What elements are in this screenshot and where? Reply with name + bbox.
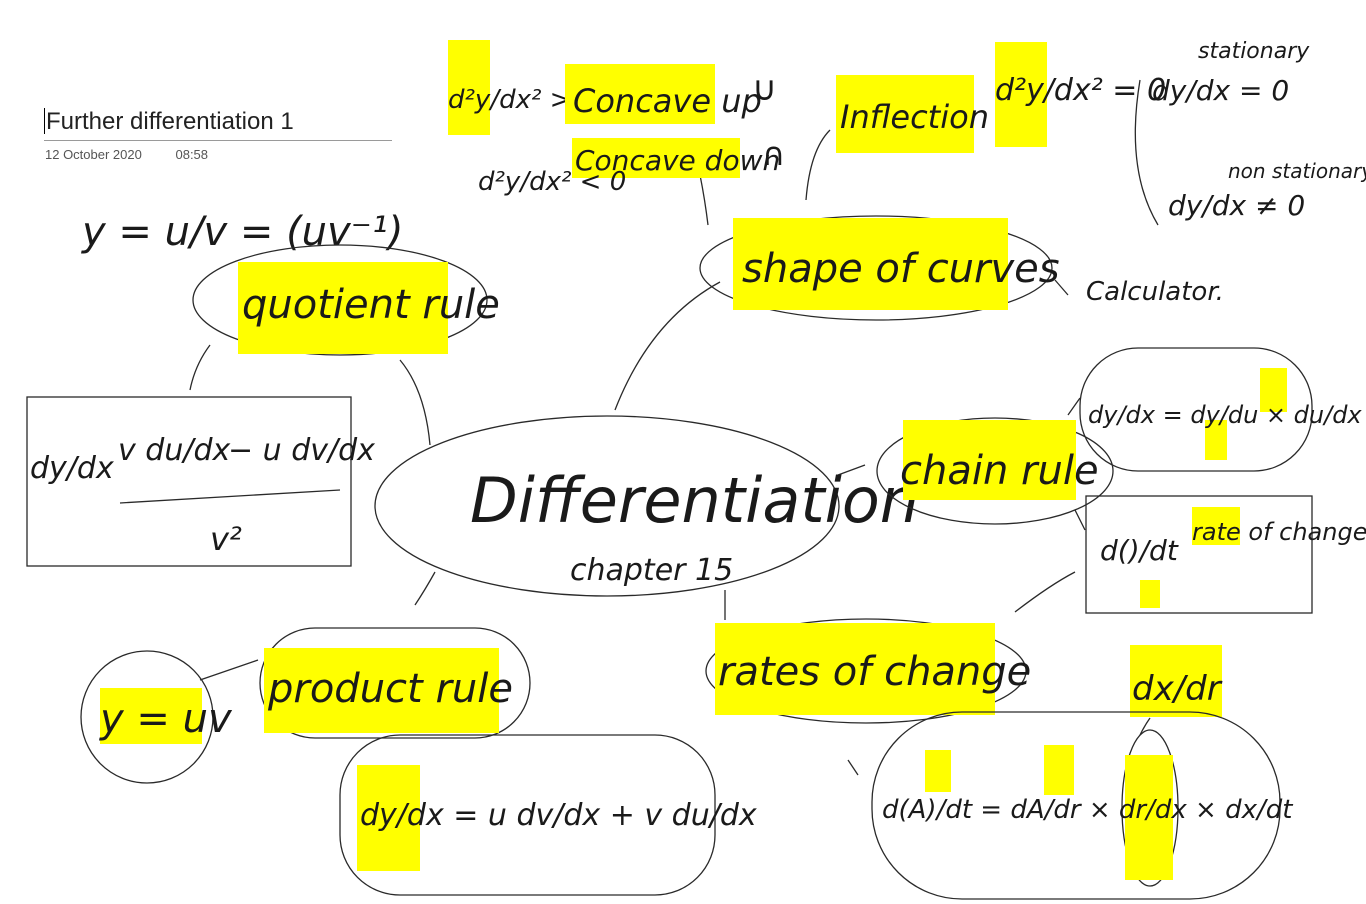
highlight (1044, 745, 1074, 795)
highlight (1205, 420, 1227, 460)
center-title: Differentiation (470, 464, 919, 537)
dx-dr-note: dx/dr (1132, 669, 1223, 709)
highlight (995, 42, 1047, 147)
cap-symbol: ∩ (762, 135, 785, 173)
quotient-num-2: − u dv/dx (228, 433, 375, 468)
fraction-bar (119, 489, 341, 504)
highlight (836, 75, 974, 153)
highlight (100, 688, 202, 744)
chain-rule-ellipse (876, 417, 1114, 525)
highlight (572, 138, 740, 178)
page-time: 08:58 (175, 147, 209, 162)
concave-down-condition: d²y/dx² < 0 (478, 167, 626, 197)
rates-of-change-label: rates of change (718, 649, 1031, 695)
chain-rule-label: chain rule (900, 448, 1099, 494)
highlight (1192, 507, 1240, 545)
highlight (565, 64, 715, 124)
product-rule-label: product rule (267, 666, 513, 712)
page-title[interactable]: Further differentiation 1 (44, 108, 392, 141)
rates-formula: d(A)/dt = dA/dr × dr/dx × dx/dt (882, 795, 1293, 825)
rate-of-change-note: rate of change (1192, 518, 1366, 546)
chain-formula-outline (1079, 347, 1313, 472)
rate-expression: d()/dt (1100, 534, 1179, 567)
differentiation-node[interactable]: Differentiation chapter 15 (374, 415, 919, 597)
shape-of-curves-label: shape of curves (742, 246, 1060, 292)
product-definition: y = uv (99, 696, 233, 742)
highlight (1260, 368, 1287, 412)
product-formula-outline (339, 734, 716, 896)
product-formula: dy/dx = u dv/dx + v du/dx (360, 798, 757, 833)
stationary-condition: dy/dx = 0 (1152, 74, 1289, 107)
product-rule-outline (259, 627, 531, 739)
product-def-circle (80, 650, 214, 784)
rates-ellipse (705, 618, 1027, 724)
quotient-formula-box (26, 396, 352, 567)
quotient-rule-group[interactable]: y = u/v = (uv⁻¹) quotient rule dy/dx v d… (26, 209, 500, 567)
center-subtitle: chapter 15 (570, 553, 733, 588)
inflection-condition: d²y/dx² = 0 (995, 73, 1166, 108)
page-title-text: Further differentiation 1 (46, 108, 294, 135)
highlight (264, 648, 499, 733)
quotient-rule-ellipse (192, 244, 488, 356)
cancel-circle (1121, 729, 1179, 887)
cup-symbol: ∪ (752, 69, 777, 109)
highlight (1125, 755, 1173, 880)
highlight (357, 765, 420, 871)
highlight (733, 218, 1008, 310)
highlight (1130, 645, 1222, 717)
concave-down-label: Concave down (575, 144, 780, 177)
connector-lines (189, 79, 1159, 776)
text-cursor (44, 108, 45, 134)
quotient-num-1: v du/dx (118, 433, 230, 468)
highlight (715, 623, 995, 715)
rates-of-change-group[interactable]: rates of change dx/dr d(A)/dt = dA/dr × … (705, 618, 1293, 900)
chain-rule-group[interactable]: chain rule dy/dx = dy/du × du/dx d()/dt … (876, 347, 1366, 614)
quotient-denominator: v² (210, 520, 242, 558)
quotient-definition: y = u/v = (uv⁻¹) (81, 209, 403, 255)
rates-formula-outline (871, 711, 1281, 900)
concave-up-label: Concave up (573, 82, 762, 120)
highlight (925, 750, 951, 792)
highlight (448, 40, 490, 135)
calculator-note: Calculator. (1086, 277, 1224, 307)
non-stationary-label: non stationary (1228, 159, 1366, 183)
chain-formula: dy/dx = dy/du × du/dx (1088, 401, 1362, 429)
stationary-label: stationary (1198, 39, 1310, 64)
quotient-dydx: dy/dx (30, 451, 114, 486)
shape-ellipse (699, 215, 1053, 321)
center-ellipse (374, 415, 840, 597)
rate-box (1085, 495, 1313, 614)
quotient-rule-label: quotient rule (242, 282, 500, 328)
shape-of-curves-group[interactable]: shape of curves d²y/dx² > 0 Concave up ∪… (448, 39, 1366, 321)
page-meta: 12 October 2020 08:58 (45, 147, 238, 162)
product-rule-group[interactable]: y = uv product rule dy/dx = u dv/dx + v … (80, 627, 757, 896)
highlight (903, 420, 1076, 500)
highlight (1140, 580, 1160, 608)
highlight (238, 262, 448, 354)
inflection-label: Inflection (840, 98, 989, 136)
non-stationary-condition: dy/dx ≠ 0 (1168, 189, 1305, 222)
page-date: 12 October 2020 (45, 147, 142, 162)
